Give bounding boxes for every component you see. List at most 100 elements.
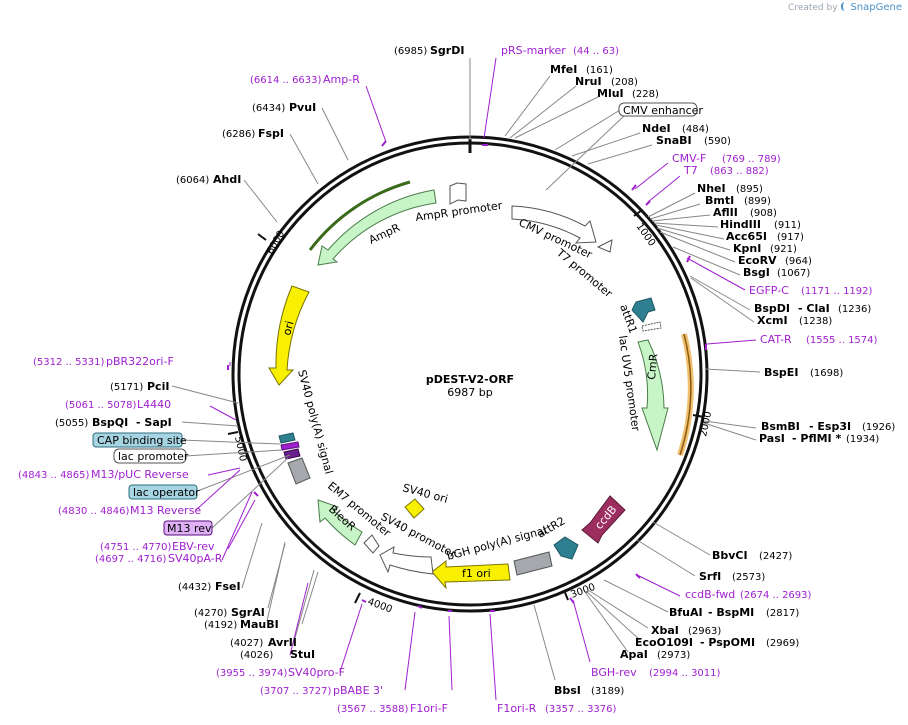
- site-ndei-pos: (484): [682, 124, 709, 135]
- feature-f1ori-arrow: [431, 559, 511, 590]
- site-afiii-pos: (908): [750, 208, 777, 219]
- box-m13rev: [163, 520, 213, 536]
- primer-leader-lines: [195, 57, 757, 701]
- primer-ampr-pos: (6614 .. 6633): [250, 75, 322, 86]
- primer-sv40pa-pos: (4697 .. 4716): [95, 554, 167, 565]
- box-cmvenhancer: [618, 102, 698, 117]
- site-nhei-pos: (895): [736, 184, 763, 195]
- feature-attr1-tail: [641, 321, 662, 332]
- feature-sv40pa-box3: [283, 448, 301, 460]
- site-kpni-pos: (921): [770, 244, 797, 255]
- site-ecorv-name: EcoRV: [738, 254, 777, 267]
- feature-cmr-arrow: [637, 339, 669, 452]
- site-apai-pos: (2973): [657, 650, 690, 661]
- site-snabi-name: SnaBI: [656, 134, 692, 147]
- primer-t7-pos: (863 .. 882): [710, 166, 769, 177]
- tick-5000: 5000: [232, 435, 248, 462]
- feature-ori-arrow: [268, 285, 310, 386]
- site-xcmi-name: XcmI: [757, 314, 788, 327]
- site-sgrai-pos: (4270): [194, 608, 227, 619]
- primer-cmvf-name: CMV-F: [672, 152, 706, 165]
- primer-bghrev-pos: (2994 .. 3011): [649, 668, 721, 679]
- feature-cmr-highlight-line: [679, 333, 692, 456]
- site-srfi-pos: (2573): [732, 572, 765, 583]
- primer-bghrev-name: BGH-rev: [591, 666, 637, 679]
- leader-lines: [171, 58, 761, 681]
- site-bmti-pos: (899): [744, 196, 771, 207]
- plasmid-size: 6987 bp: [447, 386, 492, 399]
- box-lacpromoter: [113, 448, 187, 464]
- site-xcmi-pos: (1238): [799, 316, 832, 327]
- site-bsmbi-pos: (1926): [862, 422, 895, 433]
- site-pcii-name: PciI: [147, 380, 169, 393]
- feature-sv40prom-arrow: [379, 546, 434, 575]
- site-hindiii-pos: (911): [774, 220, 801, 231]
- site-bbsi-pos: (3189): [591, 686, 624, 697]
- primer-marks: [227, 140, 707, 612]
- site-bspqi-name: BspQI: [92, 416, 128, 429]
- primer-l4440-pos: (5061 .. 5078): [65, 400, 137, 411]
- site-bfuai-pos: (2817): [766, 608, 799, 619]
- site-sapi-name: - SapI: [136, 416, 172, 429]
- primer-catr-name: CAT-R: [760, 333, 792, 346]
- feature-t7promoter-arrow: [596, 239, 613, 253]
- primer-pbabe-pos: (3707 .. 3727): [260, 686, 332, 697]
- feature-sv40pa-box1: [278, 432, 296, 444]
- primer-f1orir-name: F1ori-R: [497, 702, 537, 715]
- primer-l4440-name: L4440: [137, 398, 171, 411]
- primer-f1orif-name: F1ori-F: [410, 702, 448, 715]
- site-bfuai-name: BfuAI: [669, 606, 703, 619]
- site-pasi-name: PasI: [759, 432, 785, 445]
- primer-ampr-name: Amp-R: [323, 73, 360, 86]
- site-snabi-pos: (590): [704, 136, 731, 147]
- feature-ori-label: ori: [280, 320, 296, 337]
- primer-ebv-name: EBV-rev: [172, 540, 215, 553]
- site-bspei-pos: (1698): [810, 368, 843, 379]
- site-xbai-name: XbaI: [651, 624, 679, 637]
- feature-amprpromoter-arrow: [449, 182, 467, 205]
- primer-t7-name: T7: [683, 164, 698, 177]
- primer-sv40pro-pos: (3955 .. 3974): [216, 668, 288, 679]
- site-ahdi-name: AhdI: [213, 173, 241, 186]
- primer-prs-pos: (44 .. 63): [573, 46, 619, 57]
- feature-bgh-box: [513, 551, 553, 576]
- site-esp3i-name: - Esp3I: [809, 420, 851, 433]
- site-xbai-pos: (2963): [688, 626, 721, 637]
- feature-cmr-label: CmR: [645, 353, 660, 380]
- feature-f1ori-label: f1 ori: [462, 567, 491, 580]
- site-bsmbi-name: BsmBI: [761, 420, 800, 433]
- site-mlui-name: MluI: [597, 87, 624, 100]
- box-lacpromoter-label: lac promoter: [118, 450, 189, 463]
- site-bspdi-pos: (1236): [838, 304, 871, 315]
- site-avrii-name: AvrII: [268, 636, 297, 649]
- site-pcii-pos: (5171): [110, 382, 143, 393]
- primer-pbr322-pos: (5312 .. 5331): [33, 357, 105, 368]
- primer-pbabe-name: pBABE 3': [333, 684, 383, 697]
- site-mlui-pos: (228): [632, 89, 659, 100]
- primer-cmvf-pos: (769 .. 789): [722, 154, 781, 165]
- feature-ccdb-arrow: [581, 495, 626, 544]
- site-afiii-name: AflII: [713, 206, 738, 219]
- site-bspei-name: BspEI: [764, 366, 798, 379]
- box-capbinding-label: CAP binding site: [97, 434, 187, 447]
- primer-m13r-name: M13 Reverse: [130, 504, 201, 517]
- primer-m13puc-pos: (4843 .. 4865): [18, 470, 90, 481]
- site-pvui-pos: (6434): [252, 103, 285, 114]
- primer-f1orir-pos: (3357 .. 3376): [545, 704, 617, 715]
- site-maubi-name: MauBI: [240, 618, 279, 631]
- site-bspqi-pos: (5055): [55, 418, 88, 429]
- site-ndei-name: NdeI: [642, 122, 671, 135]
- primer-egfpc-name: EGFP-C: [749, 284, 789, 297]
- box-m13rev-label: M13 rev: [167, 522, 212, 535]
- site-bspmi-name: - BspMI: [708, 606, 754, 619]
- site-clai-name: - ClaI: [798, 302, 830, 315]
- site-acc65i-name: Acc65I: [726, 230, 767, 243]
- primer-sv40pro-name: SV40pro-F: [288, 666, 345, 679]
- site-pflmi-name: - PflMI *: [792, 432, 841, 445]
- feature-attr1-arrow: [631, 297, 656, 323]
- feature-attr2-arrow: [553, 536, 579, 560]
- box-lacoperator-label: lac operator: [133, 486, 200, 499]
- plasmid-name: pDEST-V2-ORF: [426, 373, 514, 386]
- site-stui-pos: (4026): [240, 650, 273, 661]
